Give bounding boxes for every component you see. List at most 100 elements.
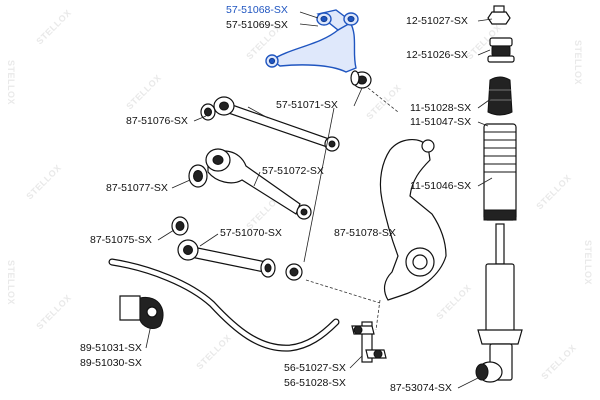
top-nut-hex — [487, 11, 511, 25]
leader-89-51031 — [145, 319, 153, 349]
bump-stop-body — [487, 76, 513, 116]
leader-87-51078-upper — [353, 87, 363, 107]
bushing-87-51076[interactable] — [200, 103, 216, 121]
stabilizer-bushing[interactable] — [119, 295, 164, 329]
bump-stop-ribs — [489, 89, 511, 101]
part-label-57-51068[interactable]: 57-51068-SX — [226, 4, 288, 16]
toe-link-end-core — [264, 263, 272, 273]
mount-bushing-cap — [489, 37, 513, 47]
watermark-text: STELLOX — [34, 8, 73, 47]
stab-link-ball — [373, 349, 383, 359]
lower-arm-ball-joint-core — [300, 208, 308, 216]
watermark-text: STELLOX — [6, 60, 16, 105]
part-label-87-51077[interactable]: 87-51077-SX — [106, 182, 168, 194]
bushing-flange — [350, 70, 360, 86]
top-nut-stud — [493, 5, 505, 13]
watermark-text: STELLOX — [124, 73, 163, 112]
leader-56-51027 — [349, 355, 363, 369]
part-label-12-51026[interactable]: 12-51026-SX — [406, 49, 468, 61]
leader-12-51027 — [477, 18, 493, 22]
part-label-11-51028[interactable]: 11-51028-SX — [410, 102, 471, 114]
bump-stop[interactable] — [487, 76, 513, 116]
lower-arm-eye-core — [212, 155, 224, 165]
part-label-11-51046[interactable]: 11-51046-SX — [410, 180, 471, 192]
lower-arm-57-51072[interactable] — [205, 148, 312, 220]
link-eye-core — [328, 140, 336, 148]
part-label-56-51027[interactable]: 56-51027-SX — [284, 362, 346, 374]
stab-link-ball — [353, 325, 363, 335]
watermark-text: STELLOX — [539, 343, 578, 382]
toe-link-57-51070[interactable] — [177, 239, 276, 278]
part-label-87-51075[interactable]: 87-51075-SX — [90, 234, 152, 246]
part-label-57-51071[interactable]: 57-51071-SX — [276, 99, 338, 111]
part-label-87-51078[interactable]: 87-51078-SX — [334, 227, 396, 239]
leader-87-51076 — [193, 115, 207, 122]
part-label-11-51047[interactable]: 11-51047-SX — [410, 116, 471, 128]
leader-57-51068 — [299, 11, 319, 19]
ref-line-link — [375, 299, 381, 331]
leader-87-51078-lower — [303, 107, 335, 263]
stabilizer-bar-fill — [109, 259, 339, 351]
part-labels: 57-51068-SX 57-51069-SX 12-51027-SX 12-5… — [80, 4, 471, 394]
wheel-knuckle — [379, 139, 447, 301]
bushing-upper-arm[interactable] — [350, 70, 372, 89]
part-label-12-51027[interactable]: 12-51027-SX — [406, 15, 468, 27]
mount-bushing-body — [491, 45, 511, 57]
link-eye-core — [219, 101, 229, 111]
watermark-text: STELLOX — [24, 163, 63, 202]
part-label-87-53074[interactable]: 87-53074-SX — [390, 382, 452, 394]
watermark-text: STELLOX — [583, 240, 593, 285]
leader-11-51047 — [477, 121, 489, 127]
part-label-89-51031[interactable]: 89-51031-SX — [80, 342, 142, 354]
upper-arm-bushing-core — [320, 15, 328, 23]
dust-boot[interactable] — [483, 123, 517, 221]
dust-boot-collar — [483, 209, 517, 221]
leader-lines — [145, 11, 493, 389]
stabilizer-link[interactable] — [351, 321, 387, 363]
bushing-inner — [289, 267, 299, 277]
leader-11-51028 — [477, 97, 493, 109]
upper-control-arm[interactable] — [265, 9, 359, 73]
shock-spring-seat — [477, 329, 523, 345]
bushing-inner — [204, 107, 212, 117]
watermark-text: STELLOX — [6, 260, 16, 305]
watermark-text: STELLOX — [534, 173, 573, 212]
watermark-text: STELLOX — [194, 333, 233, 372]
ref-line-lower-bushing — [305, 279, 381, 304]
upper-arm-bushing-core — [347, 15, 355, 23]
toe-link-eye-core — [183, 245, 193, 255]
bushing-inner — [175, 221, 185, 231]
bushing-lower-knuckle[interactable] — [285, 263, 303, 281]
part-label-57-51072[interactable]: 57-51072-SX — [262, 165, 324, 177]
strut-mount-bushing[interactable] — [487, 37, 515, 63]
part-label-87-51076[interactable]: 87-51076-SX — [126, 115, 188, 127]
part-label-89-51030[interactable]: 89-51030-SX — [80, 357, 142, 369]
ref-line-upper-bushing — [367, 87, 399, 113]
knuckle-body — [379, 139, 447, 301]
mount-bushing-base — [487, 55, 515, 63]
part-label-57-51069[interactable]: 57-51069-SX — [226, 19, 288, 31]
knuckle-hub-bore — [412, 254, 428, 270]
watermark-text: STELLOX — [364, 83, 403, 122]
stabilizer-bar — [108, 258, 340, 352]
leader-57-51071 — [247, 106, 269, 119]
shock-absorber[interactable] — [475, 223, 523, 383]
knuckle-upper-eye — [421, 139, 435, 153]
rear-link-57-51071[interactable] — [213, 96, 340, 152]
upper-arm-body — [270, 21, 357, 73]
leader-57-51070 — [199, 233, 219, 247]
shock-eye-bushing — [475, 363, 489, 381]
leader-87-51075 — [157, 229, 175, 241]
bushing-87-51077[interactable] — [188, 164, 208, 188]
reference-lines — [305, 87, 399, 331]
part-label-56-51028[interactable]: 56-51028-SX — [284, 377, 346, 389]
part-label-57-51070[interactable]: 57-51070-SX — [220, 227, 282, 239]
leader-11-51046 — [477, 177, 493, 187]
leader-57-51069 — [299, 23, 319, 27]
bushing-87-51075[interactable] — [171, 216, 189, 236]
leader-57-51072 — [253, 171, 261, 187]
strut-top-nut[interactable] — [487, 5, 511, 25]
stab-bushing-hole — [146, 306, 158, 318]
